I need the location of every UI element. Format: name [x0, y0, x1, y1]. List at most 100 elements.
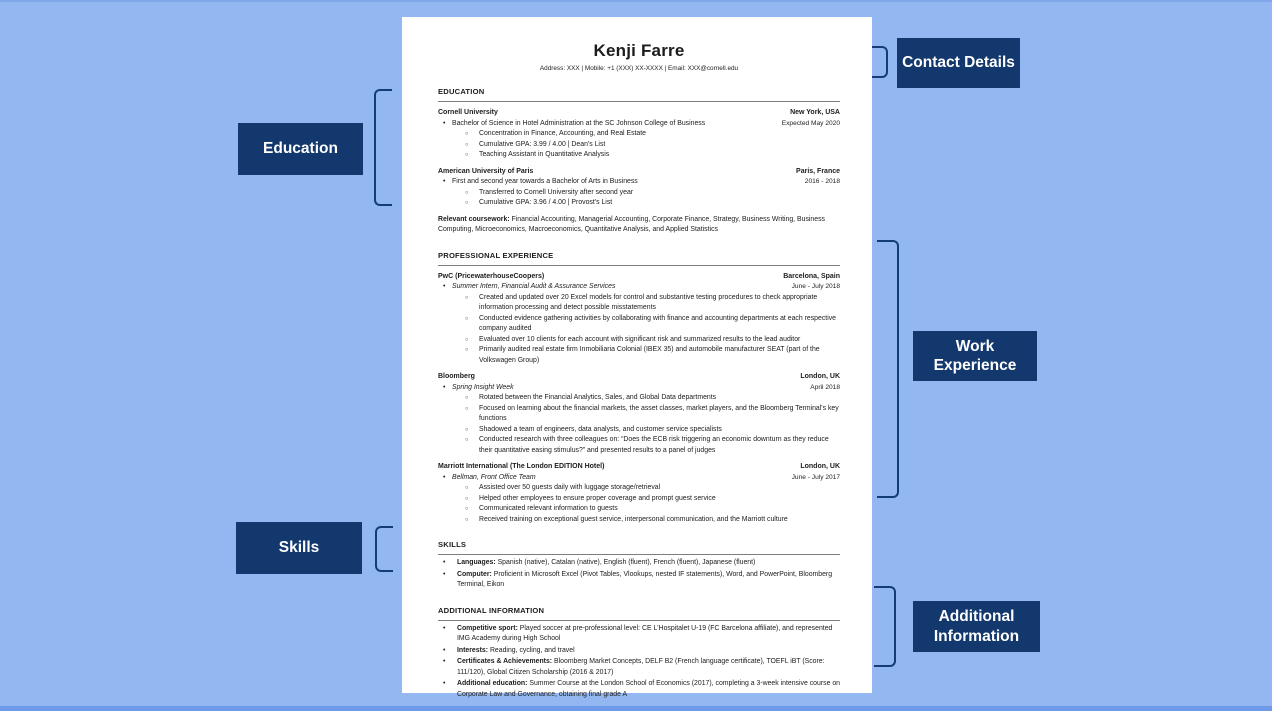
section-footnote: Relevant coursework: Financial Accountin…: [438, 215, 825, 234]
callout-additional-information: Additional Information: [913, 601, 1040, 652]
bullet-dot-icon: •: [443, 680, 446, 687]
bullet-circle-icon: ○: [465, 485, 469, 491]
detail-item: ○ Focused on learning about the financial…: [438, 404, 840, 425]
detail-text: Cumulative GPA: 3.96 / 4.00 | Provost's …: [479, 199, 613, 206]
detail-text: Created and updated over 20 Excel models…: [479, 293, 818, 312]
role-title: Summer Intern, Financial Audit & Assuran…: [452, 283, 616, 290]
resume-page: Kenji Farre Address: XXX | Mobile: +1 (X…: [402, 17, 872, 698]
detail-text: Conducted evidence gathering activities …: [479, 314, 837, 333]
entry-role-row: • Summer Intern, Financial Audit & Assura…: [438, 282, 840, 293]
resume-section: SKILLS•Languages: Spanish (native), Cata…: [438, 534, 840, 591]
org-name: American University of Paris: [438, 167, 534, 175]
bullet-dot-icon: •: [443, 658, 446, 665]
entry-role-row: •First and second year towards a Bachelo…: [438, 177, 840, 188]
section-title: SKILLS: [438, 540, 467, 549]
role-title: Bachelor of Science in Hotel Administrat…: [452, 119, 706, 127]
bold-prefix: Languages:: [457, 559, 496, 566]
detail-text: Primarily audited real estate firm Inmob…: [479, 346, 820, 364]
detail-item: ○Communicated relevant information to gu…: [438, 504, 840, 515]
bullet-circle-icon: ○: [465, 437, 469, 443]
detail-text: Helped other employees to ensure proper …: [479, 494, 716, 502]
entry-date: April 2018: [810, 383, 840, 391]
bullet-circle-icon: ○: [465, 141, 469, 148]
bottom-edge-strip: [0, 706, 1272, 711]
role-cell: • Summer Intern, Financial Audit & Assura…: [438, 282, 615, 293]
org-location: Barcelona, Spain: [783, 272, 840, 280]
resume-name: Kenji Farre: [593, 41, 685, 60]
detail-text: Shadowed a team of engineers, data analy…: [479, 425, 722, 433]
labeled-bullet: •Interests: Reading, cycling, and travel: [438, 646, 840, 657]
entry-date: June - July 2018: [791, 283, 840, 290]
bold-prefix: Computer:: [457, 570, 492, 578]
labeled-bullet: •Languages: Spanish (native), Catalan (n…: [438, 558, 840, 569]
detail-text: Focused on learning about the financial …: [479, 404, 839, 423]
detail-item: ○Cumulative GPA: 3.96 / 4.00 | Provost's…: [438, 198, 840, 209]
section-header-row: EDUCATION: [438, 81, 840, 102]
entry-date: 2016 - 2018: [804, 178, 840, 185]
bullet-circle-icon: ○: [465, 294, 469, 301]
org-name: PwC (PricewaterhouseCoopers): [438, 272, 545, 280]
resume-entry: Marriott International (The London EDITI…: [438, 462, 840, 525]
detail-text: Rotated between the Financial Analytics,…: [479, 394, 717, 401]
labeled-bullet: •Certificates & Achievements: Bloomberg …: [443, 658, 825, 676]
callout-skills: Skills: [236, 522, 362, 574]
section-header-row: ADDITIONAL INFORMATION: [438, 600, 840, 621]
callout-contact-details: Contact Details: [897, 38, 1020, 88]
detail-item: ○ Assisted over 50 guests daily with lugg…: [438, 483, 840, 494]
top-edge-strip: [0, 0, 1272, 2]
entry-org-row: Marriott International (The London EDITI…: [438, 462, 840, 473]
section-header-row: PROFESSIONAL EXPERIENCE: [438, 245, 840, 266]
detail-text: Conducted research with three colleagues…: [479, 436, 829, 454]
resume-section: PROFESSIONAL EXPERIENCE PwC (Pricewaterho…: [438, 245, 840, 526]
callout-work-experience: Work Experience: [913, 331, 1037, 381]
bullet-circle-icon: ○: [465, 426, 469, 433]
org-name: Bloomberg: [438, 373, 475, 380]
role-title: Spring Insight Week: [452, 383, 514, 391]
bold-prefix: Interests:: [457, 646, 489, 654]
detail-text: Evaluated over 10 clients for each accou…: [479, 335, 801, 343]
entry-role-row: • Spring Insight Week April 2018: [438, 383, 840, 394]
detail-text: Concentration in Finance, Accounting, an…: [479, 130, 647, 137]
entry-date: Expected May 2020: [781, 119, 840, 127]
labeled-bullet: •Computer: Proficient in Microsoft Excel…: [443, 570, 833, 589]
bullet-circle-icon: ○: [465, 516, 469, 523]
bracket-education: [374, 89, 392, 206]
bullet-circle-icon: ○: [465, 315, 469, 322]
bracket-work-experience: [877, 240, 899, 498]
bullet-circle-icon: ○: [465, 336, 469, 343]
bracket-additional-information: [874, 586, 896, 667]
bullet-dot-icon: •: [443, 570, 446, 578]
bullet-dot-icon: •: [443, 559, 446, 566]
section-title: ADDITIONAL INFORMATION: [438, 605, 545, 615]
detail-item: ○ Conducted evidence gathering activities…: [438, 314, 840, 335]
bracket-contact-details: [872, 46, 888, 78]
detail-item: ○Helped other employees to ensure proper…: [438, 494, 840, 505]
bold-prefix: Competitive sport:: [457, 624, 518, 632]
bullet-dot-icon: •: [443, 383, 446, 391]
bullet-dot-icon: •: [443, 473, 446, 481]
bullet-dot-icon: •: [443, 119, 446, 127]
resume-entry: PwC (PricewaterhouseCoopers) Barcelona, S…: [438, 272, 840, 367]
bullet-dot-icon: •: [443, 646, 446, 654]
labeled-bullet: •Competitive sport: Played soccer at pre…: [443, 624, 833, 643]
bold-prefix: Additional education:: [457, 680, 528, 687]
detail-item: ○ Conducted research with three colleague…: [438, 435, 840, 456]
bullet-circle-icon: ○: [465, 405, 469, 412]
bullet-dot-icon: •: [443, 624, 446, 632]
bold-prefix: Certificates & Achievements:: [457, 658, 553, 665]
section-title: EDUCATION: [438, 87, 485, 96]
detail-item: ○Rotated between the Financial Analytics…: [438, 393, 840, 404]
detail-text: Assisted over 50 guests daily with lugga…: [479, 484, 661, 491]
bullet-circle-icon: ○: [465, 506, 469, 512]
role-cell: • Spring Insight Week: [438, 383, 514, 394]
section-header-row: SKILLS: [438, 534, 840, 555]
detail-item: ○ Concentration in Finance, Accounting, a…: [438, 129, 840, 140]
bullet-dot-icon: •: [443, 283, 446, 290]
bullet-circle-icon: ○: [465, 131, 469, 137]
